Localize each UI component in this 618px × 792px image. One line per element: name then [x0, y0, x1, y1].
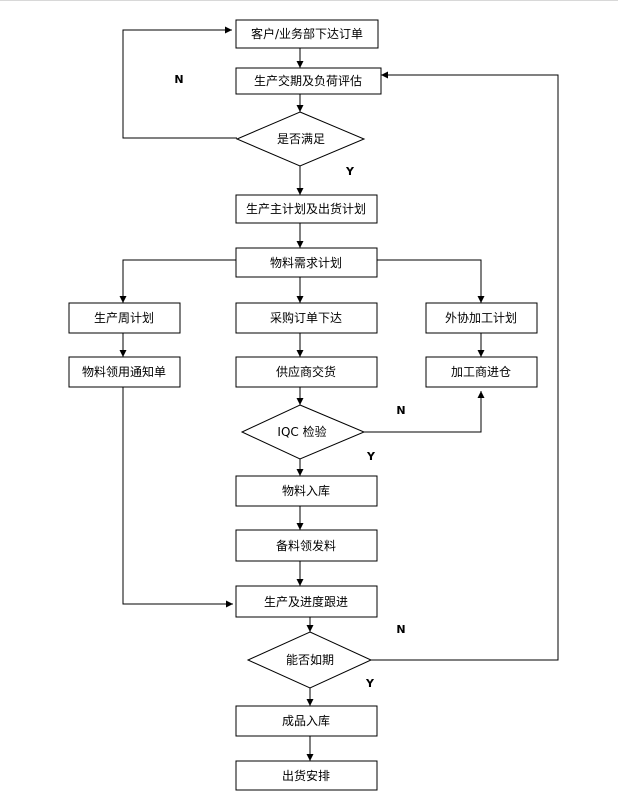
node-material-requisition: 物料领用通知单	[68, 356, 181, 388]
node-delivery-eval: 生产交期及负荷评估	[235, 67, 382, 95]
node-supplier-delivery: 供应商交货	[235, 356, 378, 388]
node-order: 客户/业务部下达订单	[235, 19, 379, 49]
edge-requisition-to-progress	[122, 387, 233, 608]
node-material-stockin-label: 物料入库	[282, 483, 330, 498]
node-shipping: 出货安排	[235, 760, 378, 791]
label-iqc-no: N	[396, 404, 405, 417]
label-satisfied-yes: Y	[345, 165, 355, 178]
node-order-label: 客户/业务部下达订单	[251, 26, 363, 41]
label-iqc-yes: Y	[366, 450, 376, 463]
label-satisfied-no: N	[174, 73, 183, 86]
flow-edges	[119, 26, 559, 761]
node-outsource-plan: 外协加工计划	[425, 302, 538, 334]
node-purchase-order: 采购订单下达	[235, 302, 378, 334]
node-mrp-label: 物料需求计划	[270, 256, 342, 270]
node-satisfied-label: 是否满足	[277, 132, 325, 146]
node-outsource-plan-label: 外协加工计划	[445, 310, 517, 325]
node-satisfied-decision: 是否满足	[235, 111, 366, 167]
node-iqc-decision: IQC 检验	[240, 404, 366, 460]
node-material-prep-label: 备料领发料	[276, 538, 336, 553]
node-shipping-label: 出货安排	[282, 768, 330, 783]
node-material-prep: 备料领发料	[235, 529, 378, 562]
node-mrp: 物料需求计划	[235, 247, 378, 278]
label-on-time-no: N	[396, 623, 405, 636]
node-supplier-delivery-label: 供应商交货	[276, 364, 336, 379]
node-progress-tracking-label: 生产及进度跟进	[264, 594, 348, 609]
node-purchase-order-label: 采购订单下达	[270, 310, 342, 325]
node-master-plan-label: 生产主计划及出货计划	[246, 201, 366, 216]
node-iqc-label: IQC 检验	[277, 424, 326, 439]
edge-ontime-no-to-eval	[371, 71, 559, 661]
edge-satisfied-no-loop	[122, 26, 237, 139]
node-weekly-plan: 生产周计划	[68, 302, 181, 334]
node-material-requisition-label: 物料领用通知单	[82, 365, 166, 379]
edge-mrp-to-outsource	[377, 259, 485, 303]
edge-mrp-to-weekly	[119, 259, 236, 303]
top-divider	[0, 0, 618, 1]
label-on-time-yes: Y	[365, 677, 375, 690]
node-product-stockin: 成品入库	[235, 705, 378, 737]
edge-iqc-no-to-processor	[364, 391, 485, 433]
node-processor-delivery-label: 加工商进仓	[451, 364, 511, 379]
node-product-stockin-label: 成品入库	[282, 713, 330, 728]
node-on-time-label: 能否如期	[286, 652, 334, 667]
node-processor-delivery: 加工商进仓	[425, 356, 538, 388]
node-material-stockin: 物料入库	[235, 475, 378, 507]
node-master-plan: 生产主计划及出货计划	[235, 194, 378, 224]
node-progress-tracking: 生产及进度跟进	[235, 585, 378, 618]
node-weekly-plan-label: 生产周计划	[94, 311, 154, 325]
node-on-time-decision: 能否如期	[246, 631, 373, 689]
node-delivery-eval-label: 生产交期及负荷评估	[254, 73, 362, 88]
